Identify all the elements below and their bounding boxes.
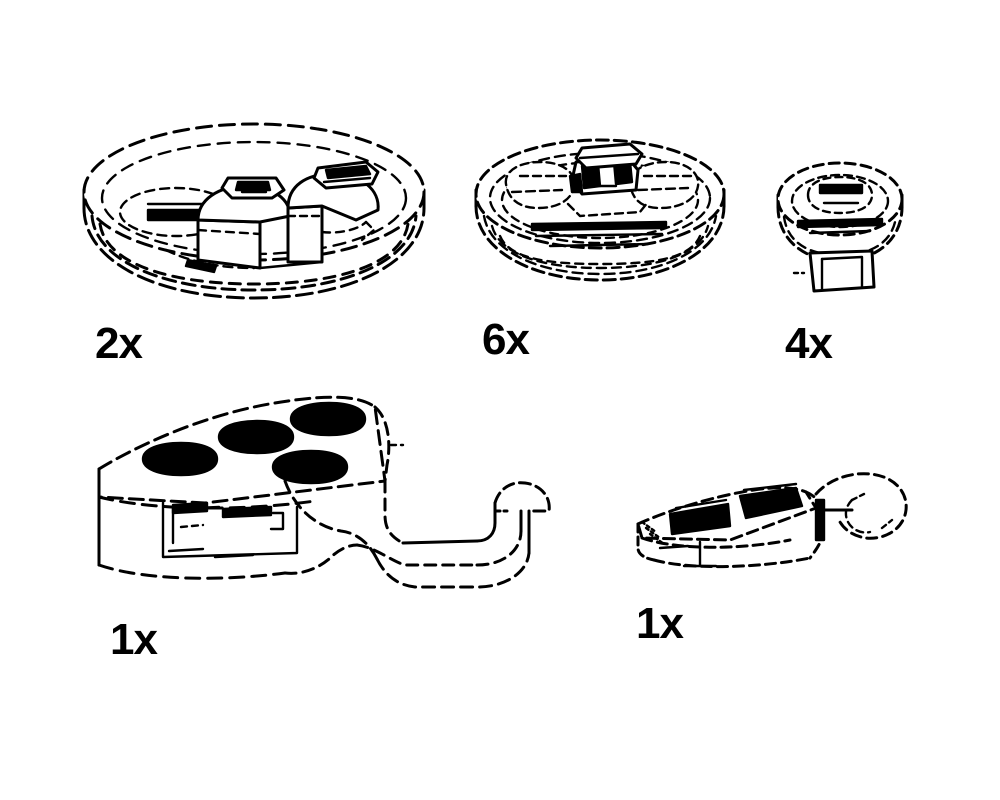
part-cell-2[interactable] — [466, 132, 746, 302]
part-cell-1[interactable] — [70, 112, 440, 312]
large-turntable-dish-part — [82, 122, 426, 300]
part-quantity-label-2: 6x — [482, 315, 530, 364]
plate-with-tow-ball-loop-part — [636, 472, 908, 569]
wedge-plate-with-hook-part — [97, 395, 551, 589]
round-turntable-disc-part — [474, 138, 726, 282]
part-cell-5[interactable] — [620, 462, 910, 592]
part-quantity-label-3: 4x — [785, 319, 833, 368]
part-quantity-label-4: 1x — [110, 615, 158, 664]
part-quantity-label-1: 2x — [95, 319, 143, 368]
part-quantity-label-5: 1x — [636, 599, 684, 648]
small-wheel-with-pin-part — [776, 161, 904, 293]
part-cell-4[interactable] — [85, 385, 555, 615]
part-cell-3[interactable] — [770, 155, 915, 310]
